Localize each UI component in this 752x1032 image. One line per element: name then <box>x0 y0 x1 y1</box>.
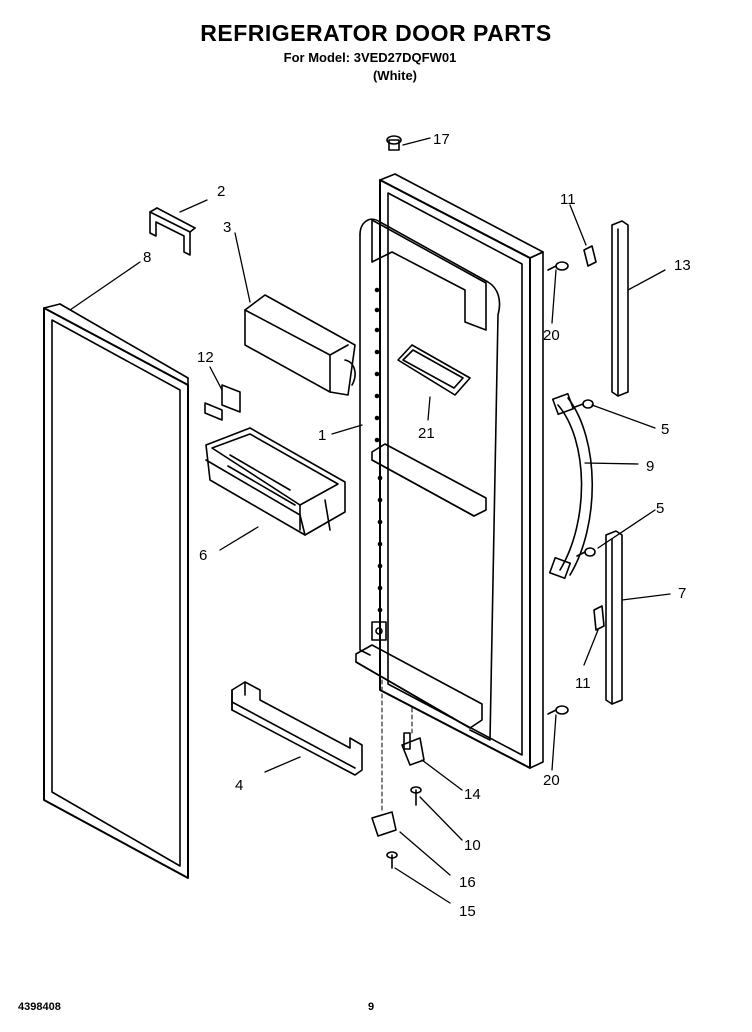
part-17-plug <box>386 135 402 151</box>
callout-9: 9 <box>646 458 654 475</box>
part-12-bracket <box>204 384 241 421</box>
callout-20b: 20 <box>543 772 560 789</box>
document-number: 4398408 <box>18 1001 61 1013</box>
part-8-gasket <box>43 303 189 879</box>
model-line: For Model: 3VED27DQFW01 <box>283 50 457 65</box>
part-4-bottom-bin <box>231 681 363 776</box>
callout-4: 4 <box>235 777 243 794</box>
callout-11b: 11 <box>575 675 591 692</box>
part-6-bin <box>205 427 346 536</box>
callout-3: 3 <box>223 219 231 236</box>
page-title: REFRIGERATOR DOOR PARTS <box>200 20 552 46</box>
callout-5a: 5 <box>661 421 669 438</box>
hardware-parts <box>371 245 605 869</box>
callout-1: 1 <box>318 427 326 444</box>
callout-14: 14 <box>464 786 481 803</box>
callout-2: 2 <box>217 183 225 200</box>
callout-6: 6 <box>199 547 207 564</box>
part-21-button <box>397 344 471 396</box>
callout-20a: 20 <box>543 327 560 344</box>
callout-21: 21 <box>418 425 435 442</box>
callout-13: 13 <box>674 257 691 274</box>
callout-16: 16 <box>459 874 476 891</box>
callout-17: 17 <box>433 131 450 148</box>
callout-8: 8 <box>143 249 151 266</box>
color-line: (White) <box>372 68 418 83</box>
callout-leaders <box>69 137 671 904</box>
callout-labels: 1 2 3 4 5 5 6 7 8 9 10 11 11 12 13 14 15… <box>143 131 691 920</box>
part-1-door-assembly <box>355 173 544 769</box>
callout-15: 15 <box>459 903 476 920</box>
callout-5b: 5 <box>656 500 664 517</box>
callout-12: 12 <box>197 349 214 366</box>
callout-7: 7 <box>678 585 686 602</box>
callout-11a: 11 <box>560 191 576 208</box>
callout-10: 10 <box>464 837 481 854</box>
part-13-trim <box>611 220 629 397</box>
page-number: 9 <box>368 1001 375 1013</box>
part-3-dairy-door <box>244 294 356 396</box>
part-7-trim <box>605 530 623 705</box>
part-2-clip <box>149 207 196 256</box>
